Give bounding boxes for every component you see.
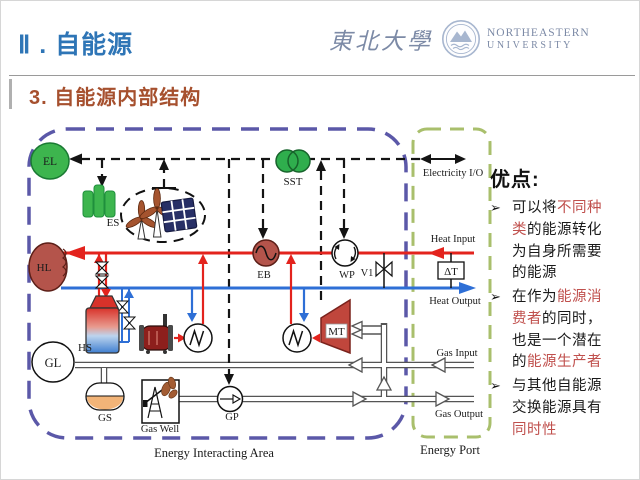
energy-port-border (411, 127, 492, 439)
micro-turbine: MT (320, 298, 351, 355)
gas-boiler-icon (139, 314, 186, 354)
heat-to-hl-arrow (65, 246, 85, 260)
electricity-io-arrow (420, 154, 466, 164)
electric-load: EL (30, 142, 70, 180)
svg-text:ES: ES (107, 217, 120, 229)
gas-storage: GS (85, 382, 125, 424)
heat-exchanger-2 (282, 323, 320, 353)
water-pump: WP (331, 239, 359, 281)
svg-text:Gas Well: Gas Well (141, 424, 179, 435)
advantages-list: ➢ 可以将不同种类的能源转化为自身所需要的能源 ➢ 在作为能源消费者的同时，也是一个潜… (490, 198, 639, 441)
advantages-heading: 优点: (490, 169, 540, 191)
energy-storage-battery: ES (82, 184, 120, 229)
electricity-network: Electricity I/O (69, 153, 484, 385)
svg-text:GS: GS (98, 412, 112, 424)
solid-state-transformer: SST (275, 149, 311, 188)
hx1-connections (187, 254, 208, 324)
bullet-arrow-icon: ➢ (490, 378, 501, 393)
svg-text:WP: WP (339, 270, 355, 281)
heat-storage-tank: HS (78, 295, 120, 354)
svg-text:V1: V1 (361, 268, 374, 279)
page-title: Ⅱ . 自能源 (18, 31, 134, 59)
solar-panel-icon (160, 197, 198, 233)
advantage-text: 与其他自能源交换能源具有同时性 (512, 378, 602, 438)
gas-pump: GP (216, 385, 244, 423)
svg-text:EB: EB (257, 270, 270, 281)
renewables-group (120, 187, 206, 243)
svg-text:SST: SST (284, 176, 303, 188)
svg-text:GL: GL (45, 356, 62, 370)
svg-text:MT: MT (328, 326, 345, 338)
gas-output-label: Gas Output (435, 409, 483, 420)
svg-text:GP: GP (225, 412, 239, 423)
heat-input-arrow (428, 247, 444, 259)
gas-input-label: Gas Input (436, 348, 477, 359)
heat-output-label: Heat Output (429, 296, 481, 307)
header-divider (9, 75, 635, 76)
svg-text:EL: EL (43, 156, 57, 168)
heat-exchanger-1 (183, 323, 213, 353)
electric-boiler: EB (252, 239, 280, 281)
hs-red-connection (94, 253, 111, 298)
electricity-arrows (69, 153, 349, 385)
bullet-arrow-icon: ➢ (490, 289, 501, 304)
energy-interacting-area-border (27, 127, 408, 440)
advantage-item: ➢ 与其他自能源交换能源具有同时性 (490, 376, 639, 441)
v1-valve: V1 (361, 253, 393, 288)
delta-t-meter: ΔT (437, 253, 465, 288)
advantage-text: 可以将不同种类的能源转化为自身所需要的能源 (512, 200, 602, 282)
energy-interacting-area-label: Energy Interacting Area (154, 446, 274, 460)
advantage-item: ➢ 在作为能源消费者的同时，也是一个潜在的能源生产者 (490, 287, 639, 374)
university-name-english: NORTHEASTERN UNIVERSITY (487, 26, 590, 51)
energy-port-label: Energy Port (420, 443, 480, 457)
heat-load: HL (28, 242, 68, 292)
university-seal-icon (441, 19, 481, 59)
wind-turbine-icon (125, 188, 175, 240)
advantage-text: 在作为能源消费者的同时，也是一个潜在的能源生产者 (512, 289, 602, 371)
electricity-io-label: Electricity I/O (423, 168, 484, 179)
svg-text:HL: HL (37, 262, 52, 274)
gas-load: GL (31, 341, 75, 383)
section-subtitle: 3. 自能源内部结构 (29, 87, 202, 109)
bullet-arrow-icon: ➢ (490, 200, 501, 215)
gas-flow-arrows (347, 320, 451, 408)
university-name-chinese: 東北大學 (329, 29, 433, 54)
advantages-panel: 优点: ➢ 可以将不同种类的能源转化为自身所需要的能源 ➢ 在作为能源消费者的同时，也… (490, 163, 639, 443)
svg-text:HS: HS (78, 342, 92, 354)
heat-output-arrow (459, 282, 476, 294)
subtitle-accent-bar (9, 79, 12, 109)
advantage-item: ➢ 可以将不同种类的能源转化为自身所需要的能源 (490, 198, 639, 285)
heat-input-label: Heat Input (431, 234, 476, 245)
svg-text:ΔT: ΔT (444, 266, 458, 278)
university-logo: 東北大學 NORTHEASTERN UNIVERSITY (329, 13, 629, 65)
gas-well: Gas Well (141, 376, 180, 435)
hx2-connections (286, 254, 309, 324)
